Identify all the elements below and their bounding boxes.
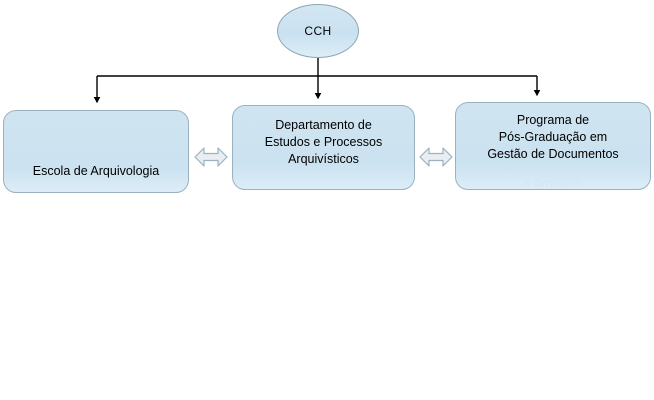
node-cch-label: CCH [304,24,332,38]
node-escola-de-arquivologia[interactable]: Escola de Arquivologia [3,110,189,193]
double-arrow-escola-departamento [194,147,228,167]
node-programa-pos-graduacao-gestao-documentos[interactable]: Programa de Pós-Graduação em Gestão de D… [455,102,651,190]
node-departamento-label: Departamento de Estudos e Processos Arqu… [264,118,383,166]
node-programa-label: Programa de Pós-Graduação em Gestão de D… [487,113,619,161]
node-escola-label: Escola de Arquivologia [32,164,160,178]
double-arrow-departamento-programa [419,147,453,167]
node-departamento-estudos-processos-arquivisticos[interactable]: Departamento de Estudos e Processos Arqu… [232,105,415,190]
node-cch[interactable]: CCH [277,4,359,58]
node-programa-clipped-label: e Arquivos [523,178,583,187]
